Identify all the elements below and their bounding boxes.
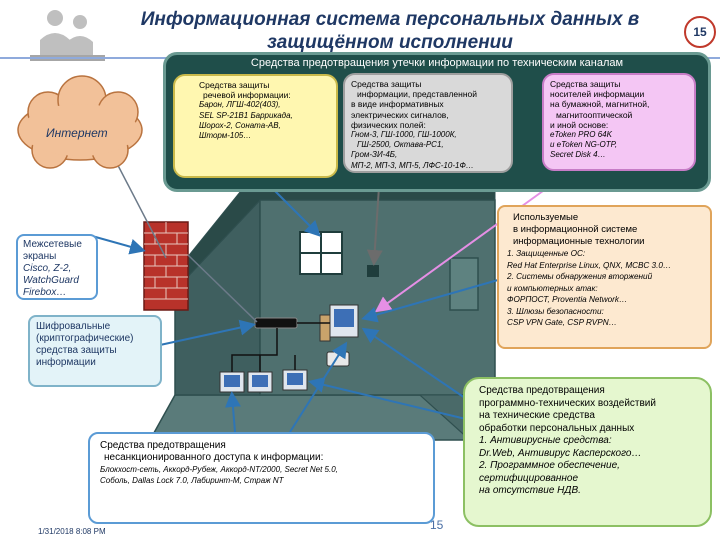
workstation-icon — [219, 369, 308, 393]
internet-label: Интернет — [46, 126, 108, 140]
footer-page-number: 15 — [430, 518, 444, 532]
internet-cloud-icon — [17, 75, 143, 169]
crypto-protection-label: Шифровальные (криптографические) средств… — [28, 315, 162, 387]
firewall-brick-icon — [143, 221, 189, 311]
crypto-device-icon — [326, 351, 350, 367]
technologies-box: Используемые в информационной системе ин… — [497, 205, 712, 349]
acoustic-protection-card: Средства защиты речевой информации: Баро… — [173, 74, 338, 178]
leak-channels-title: Средства предотвращения утечки информаци… — [250, 57, 624, 69]
em-signal-protection-card: Средства защиты информации, представленн… — [343, 73, 513, 173]
page-title: Информационная система персональных данн… — [140, 9, 640, 53]
unauthorized-access-box: Средства предотвращения несанкционирован… — [88, 432, 435, 524]
server-computer-icon — [319, 304, 359, 342]
people-silhouette-icon — [30, 10, 105, 61]
antivirus-box: Средства предотвращения программно-техни… — [463, 377, 712, 527]
slide-number-badge: 15 — [684, 16, 716, 48]
network-switch-icon — [254, 317, 298, 329]
window-icon — [299, 231, 343, 275]
footer-date: 1/31/2018 8:08 PM — [38, 527, 106, 536]
door-icon — [449, 257, 479, 311]
sensor-icon — [367, 265, 379, 277]
firewalls-label: Межсетевые экраны Cisco, Z-2, WatchGuard… — [16, 234, 98, 300]
media-protection-card: Средства защиты носителей информации на … — [542, 73, 696, 171]
